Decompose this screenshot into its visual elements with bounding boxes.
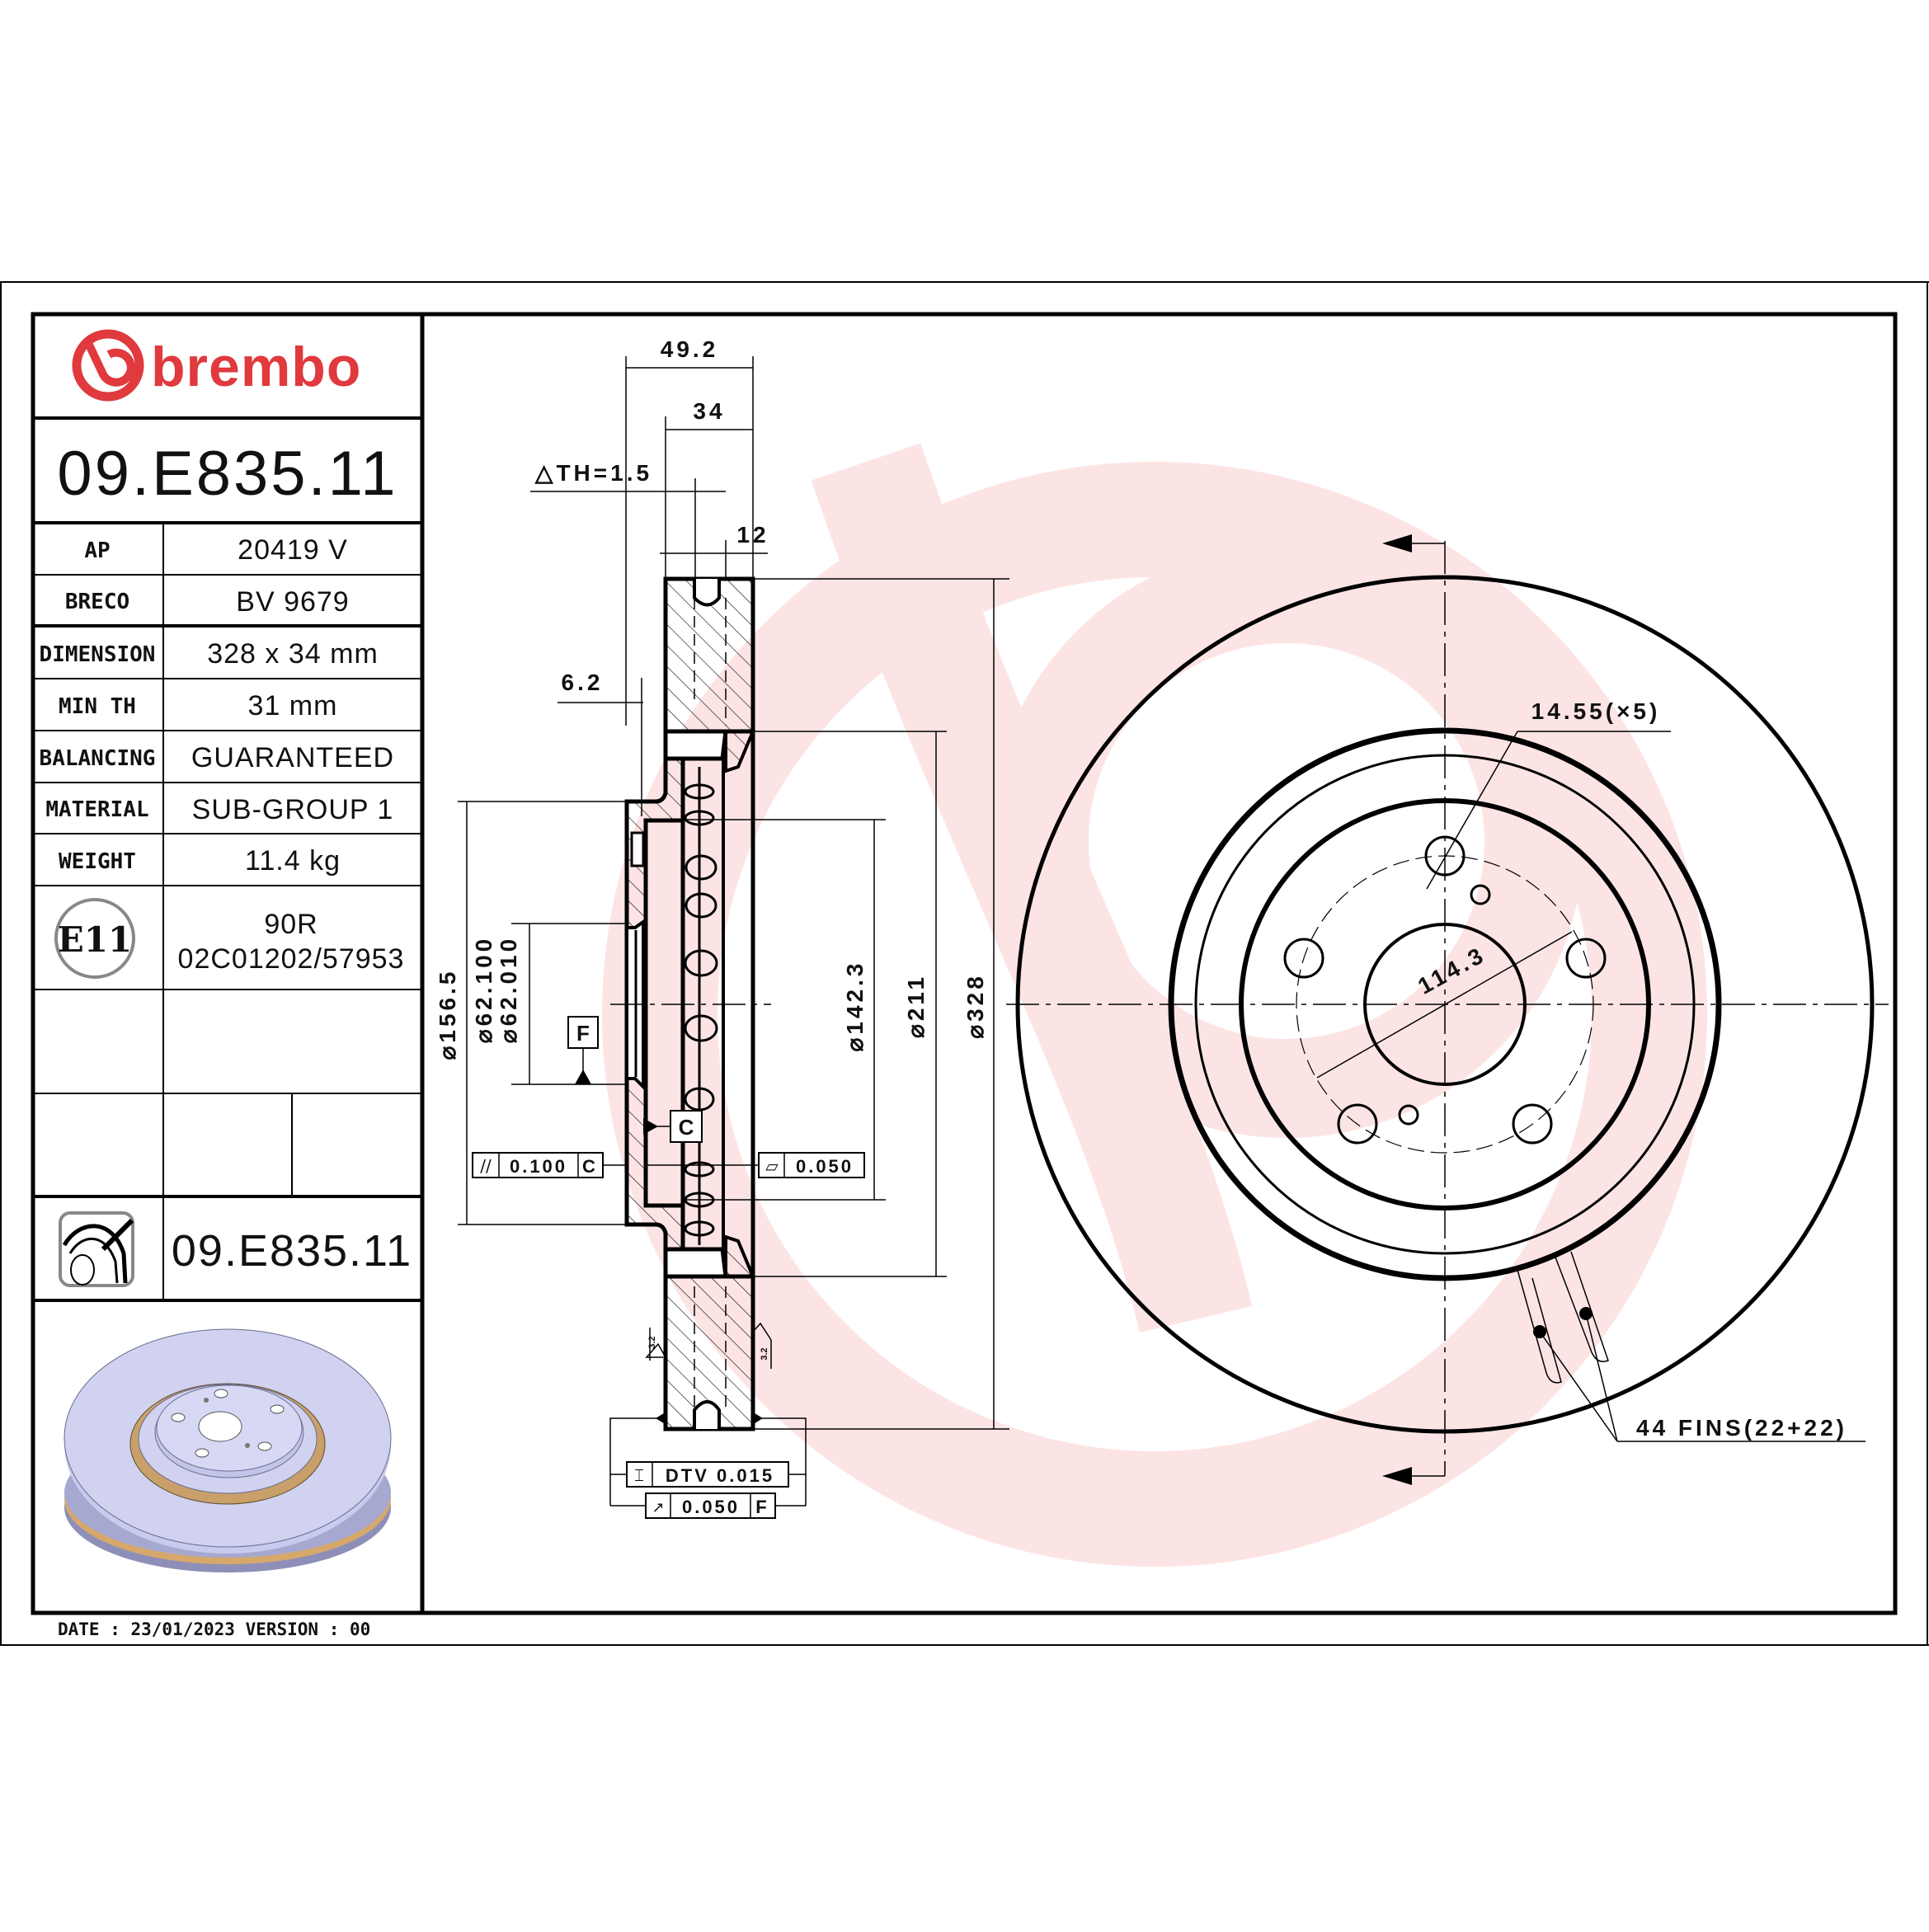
dim-d328: ⌀328 [962,973,988,1039]
spec-value-breco: BV 9679 [236,586,349,618]
dtv-symbol-icon: ⌶ [634,1465,644,1485]
brembo-logo: brembo [72,329,361,402]
roughness-right: 3.2 [760,1347,769,1360]
pcd-circle [1296,855,1594,1154]
kit-part-number: 09.E835.11 [172,1226,412,1276]
spec-value-weight: 11.4 kg [245,845,341,877]
dim-d142: ⌀142.3 [842,961,868,1052]
parallelism-symbol-icon: // [480,1156,492,1176]
approval-line-1: 90R [264,909,318,940]
spec-value-min-th: 31 mm [248,690,338,722]
dim-bore-max: ⌀62.100 [471,936,496,1044]
dtv-value: DTV 0.015 [666,1465,774,1486]
dim-d156: ⌀156.5 [435,969,460,1060]
parallelism-value: 0.100 [510,1156,567,1177]
inner-frame [31,312,1898,1615]
parallelism-datum: C [582,1156,599,1177]
bolt-hole-callout: 14.55(×5) [1531,698,1661,724]
datum-f-label: F [576,1021,590,1046]
spec-value-ap: 20419 V [238,534,348,566]
surface-roughness-symbols: 3.2 3.2 [645,1322,772,1369]
flatness-symbol-icon: ▱ [765,1156,779,1176]
brembo-logo-mark-icon [72,329,144,402]
flatness-tolerance-frame: ▱ 0.050 [646,1152,865,1178]
spec-label-material: MATERIAL [45,797,148,822]
spec-label-dimension: DIMENSION [40,642,156,667]
outer-diameter-circle [1015,575,1875,1434]
runout-datum: F [755,1497,769,1517]
dim-overall-width: 49.2 [661,336,719,362]
dim-hat-offset: 6.2 [562,670,604,695]
dim-d211: ⌀211 [903,974,929,1038]
parallelism-tolerance-frame: // 0.100 C [472,1152,627,1178]
spec-label-min-th: MIN TH [59,694,136,719]
flatness-value: 0.050 [796,1156,854,1177]
part-number-title: 09.E835.11 [57,439,398,509]
dim-delta-th: △TH=1.5 [534,460,652,486]
runout-value: 0.050 [682,1497,740,1517]
spec-label-breco: BRECO [65,590,129,614]
footer-date-version: DATE : 23/01/2023 VERSION : 00 [58,1619,370,1639]
datum-c-label: C [679,1115,694,1140]
spec-value-material: SUB-GROUP 1 [192,794,394,825]
approval-line-2: 02C01202/57953 [178,943,405,975]
dim-thickness: 34 [693,398,725,424]
dtv-runout-frames: ⌶ DTV 0.015 ↗ 0.050 F [609,1412,807,1519]
spec-label-ap: AP [84,538,110,563]
brake-disc-pad-icon [59,1211,134,1287]
fin-detail [1517,1251,1865,1442]
dim-friction-ring: 12 [736,522,769,548]
spec-label-weight: WEIGHT [59,849,136,874]
fins-callout: 44 FINS(22+22) [1636,1415,1847,1441]
roughness-left: 3.2 [647,1336,657,1348]
brembo-watermark [602,443,1707,1567]
spec-value-dimension: 328 x 34 mm [207,638,379,670]
section-view: 49.2 34 △TH=1.5 12 6.2 ⌀156.5 ⌀62.100 ⌀6… [435,336,1009,1519]
center-bore-circle [1363,923,1527,1086]
approval-mark-text: E11 [58,919,132,960]
title-block [33,314,425,1613]
brembo-wordmark: brembo [151,336,361,398]
spec-value-balancing: GUARANTEED [191,742,394,773]
e11-approval-mark-icon: E11 [54,898,135,979]
disc-3d-render [64,1328,392,1572]
spec-label-balancing: BALANCING [40,746,156,771]
dim-bore-min: ⌀62.010 [496,936,521,1044]
spec-table: AP 20419 V BRECO BV 9679 DIMENSION 328 x… [40,534,394,877]
bolt-holes [1283,835,1607,1145]
runout-symbol-icon: ↗ [652,1499,664,1516]
